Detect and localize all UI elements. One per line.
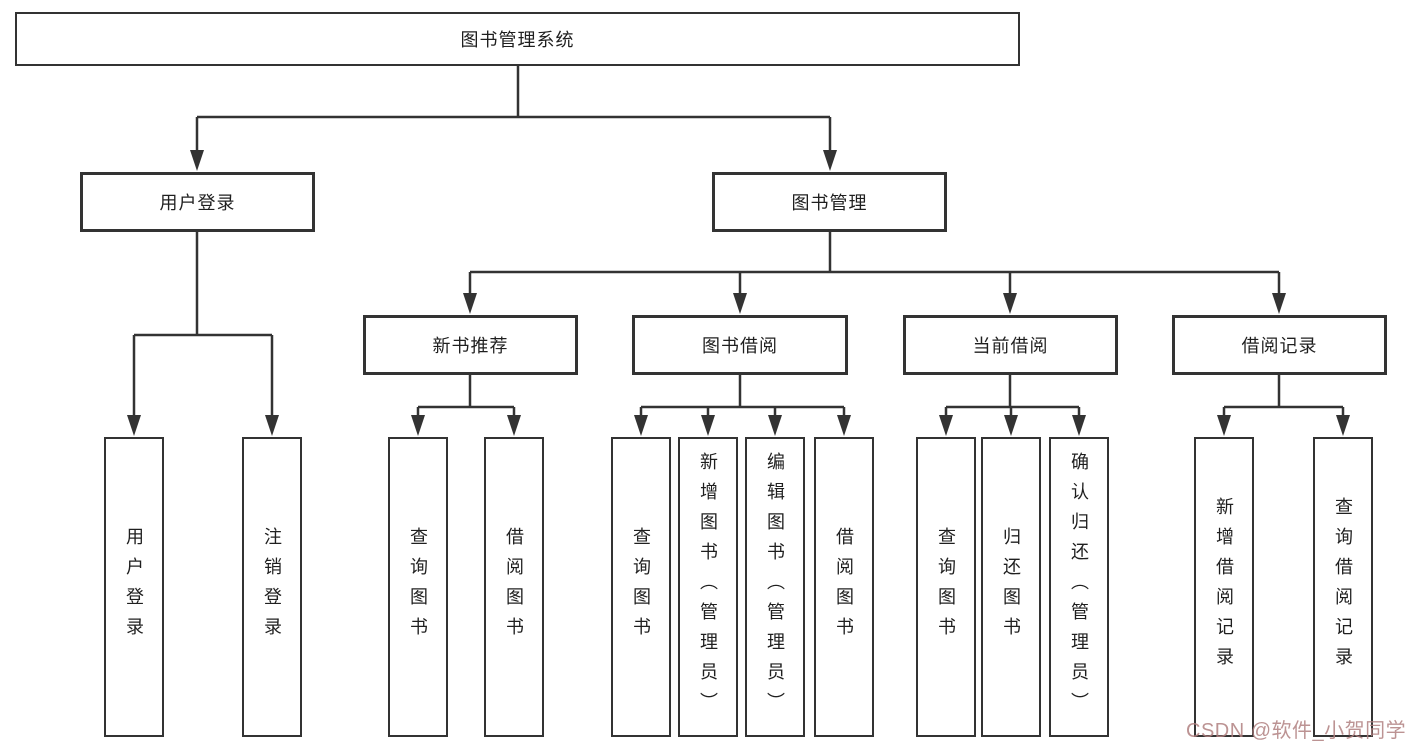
node-new-book-recommend: 新书推荐 (363, 315, 578, 375)
leaf-label: 借阅图书 (834, 527, 854, 647)
node-label: 用户登录 (159, 193, 236, 213)
leaf-logout: 注销登录 (242, 437, 302, 737)
leaf-label: 归还图书 (1001, 527, 1021, 647)
node-library-system: 图书管理系统 (15, 12, 1020, 66)
leaf-label: 查询图书 (408, 527, 428, 647)
leaf-label: 注销登录 (262, 527, 282, 647)
node-user-login: 用户登录 (80, 172, 315, 232)
leaf-label: 确认归还（管理员） (1069, 452, 1089, 722)
leaf-borrow-books: 借阅图书 (814, 437, 874, 737)
leaf-query-borrow-record: 查询借阅记录 (1313, 437, 1373, 737)
node-borrow-records: 借阅记录 (1172, 315, 1387, 375)
node-current-borrow: 当前借阅 (903, 315, 1118, 375)
leaf-query-books-borrow: 查询图书 (611, 437, 671, 737)
leaf-user-login: 用户登录 (104, 437, 164, 737)
node-book-borrow: 图书借阅 (632, 315, 848, 375)
leaf-label: 用户登录 (124, 527, 144, 647)
leaf-edit-book-admin: 编辑图书（管理员） (745, 437, 805, 737)
node-label: 图书借阅 (702, 336, 778, 356)
leaf-return-book: 归还图书 (981, 437, 1041, 737)
leaf-label: 编辑图书（管理员） (765, 452, 785, 722)
leaf-borrow-books-recommend: 借阅图书 (484, 437, 544, 737)
leaf-confirm-return-admin: 确认归还（管理员） (1049, 437, 1109, 737)
leaf-query-books-current: 查询图书 (916, 437, 976, 737)
node-label: 图书管理系统 (460, 30, 575, 50)
node-book-management: 图书管理 (712, 172, 947, 232)
leaf-query-books-recommend: 查询图书 (388, 437, 448, 737)
leaf-add-borrow-record: 新增借阅记录 (1194, 437, 1254, 737)
node-label: 借阅记录 (1241, 336, 1318, 356)
leaf-label: 借阅图书 (504, 527, 524, 647)
leaf-label: 新增图书（管理员） (698, 452, 718, 722)
csdn-watermark: CSDN @软件_小贺同学 (1186, 720, 1405, 742)
node-label: 当前借阅 (972, 336, 1049, 356)
leaf-label: 查询借阅记录 (1333, 497, 1353, 677)
leaf-label: 查询图书 (936, 527, 956, 647)
arrowheads (127, 150, 1350, 436)
leaf-add-book-admin: 新增图书（管理员） (678, 437, 738, 737)
node-label: 图书管理 (791, 193, 868, 213)
node-label: 新书推荐 (432, 336, 509, 356)
leaf-label: 新增借阅记录 (1214, 497, 1234, 677)
leaf-label: 查询图书 (631, 527, 651, 647)
